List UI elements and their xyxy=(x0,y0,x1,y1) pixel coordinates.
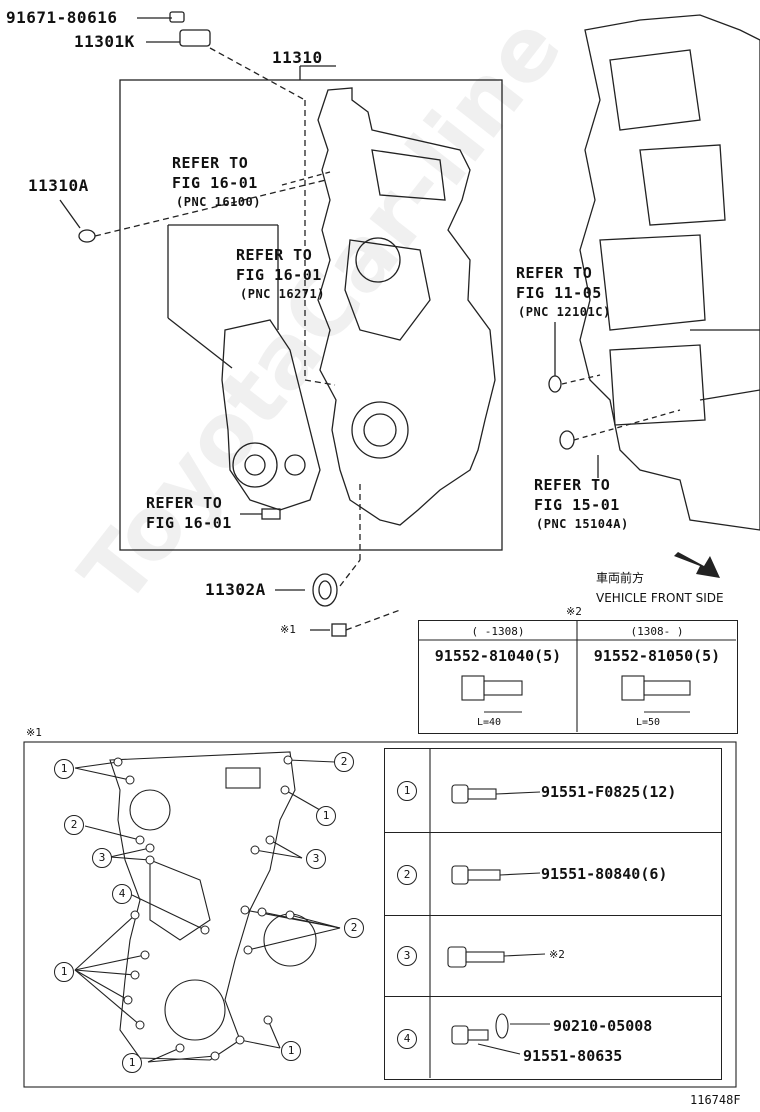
ref-16271-line1: REFER TO xyxy=(236,246,313,264)
vehicle-front-en: VEHICLE FRONT SIDE xyxy=(596,591,724,605)
vehicle-front-jp: 車両前方 xyxy=(596,571,645,585)
callout-1: 1 xyxy=(122,1053,142,1073)
callout-4: 4 xyxy=(112,884,132,904)
ref-12101c-pnc: (PNC 12101C) xyxy=(518,305,611,319)
legend-row: 4 90210-05008 91551-80635 xyxy=(385,996,721,1080)
note-bolt-mark: ※1 xyxy=(280,623,296,636)
bolt-col-header: ( -1308) xyxy=(471,625,525,638)
ref-15104a-fig[interactable]: FIG 15-01 xyxy=(534,496,620,514)
bolt-legend: 1 91551-F0825(12) 2 91551-80840(6) 3 ※2 … xyxy=(384,748,722,1080)
part-number-cover[interactable]: 11310 xyxy=(272,48,323,67)
callout-1: 1 xyxy=(281,1041,301,1061)
bolt-col-early: ( -1308) 91552-81040(5) L=40 xyxy=(419,621,577,733)
figure-id: 116748F xyxy=(690,1093,741,1107)
callout-1: 1 xyxy=(316,806,336,826)
legend-row: 1 91551-F0825(12) xyxy=(385,749,721,832)
legend-part[interactable]: 91551-80635 xyxy=(523,1047,623,1065)
ref-bolt-line1: REFER TO xyxy=(146,494,223,512)
ref-16271-pnc: (PNC 16271) xyxy=(240,287,325,301)
legend-number: 4 xyxy=(397,1029,417,1049)
ref-16100-fig[interactable]: FIG 16-01 xyxy=(172,174,258,192)
legend-number: 3 xyxy=(397,946,417,966)
callout-2: 2 xyxy=(64,815,84,835)
ref-16100-pnc: (PNC 16100) xyxy=(176,195,261,209)
legend-part[interactable]: 91551-F0825(12) xyxy=(541,783,677,801)
bolt-col-late: (1308- ) 91552-81050(5) L=50 xyxy=(578,621,736,733)
callout-3: 3 xyxy=(306,849,326,869)
ref-15104a-line1: REFER TO xyxy=(534,476,611,494)
bolt-col-part[interactable]: 91552-81040(5) xyxy=(434,647,562,665)
callout-2: 2 xyxy=(344,918,364,938)
legend-row: 3 ※2 xyxy=(385,915,721,997)
legend-part: ※2 xyxy=(549,948,565,961)
bolt-col-length: L=40 xyxy=(477,717,502,728)
legend-number: 2 xyxy=(397,865,417,885)
part-number-sensor[interactable]: 11301K xyxy=(74,32,135,51)
ref-12101c-line1: REFER TO xyxy=(516,264,593,282)
part-number-bolt[interactable]: 91671-80616 xyxy=(6,8,118,27)
callout-3: 3 xyxy=(92,848,112,868)
bolt-col-header: (1308- ) xyxy=(630,625,684,638)
callout-1: 1 xyxy=(54,759,74,779)
ref-16100-line1: REFER TO xyxy=(172,154,249,172)
legend-part[interactable]: 90210-05008 xyxy=(553,1017,653,1035)
legend-number: 1 xyxy=(397,781,417,801)
legend-part[interactable]: 91551-80840(6) xyxy=(541,865,668,883)
ref-16271-fig[interactable]: FIG 16-01 xyxy=(236,266,322,284)
ref-bolt-fig[interactable]: FIG 16-01 xyxy=(146,514,232,532)
ref-15104a-pnc: (PNC 15104A) xyxy=(536,517,629,531)
bolt-col-part[interactable]: 91552-81050(5) xyxy=(593,647,721,665)
bolt-table-mark: ※2 xyxy=(566,605,582,618)
part-number-plug[interactable]: 11310A xyxy=(28,176,89,195)
detail-mark: ※1 xyxy=(26,726,42,739)
part-number-seal[interactable]: 11302A xyxy=(205,580,266,599)
callout-2: 2 xyxy=(334,752,354,772)
legend-row: 2 91551-80840(6) xyxy=(385,832,721,916)
bolt-col-length: L=50 xyxy=(636,717,661,728)
callout-1: 1 xyxy=(54,962,74,982)
ref-12101c-fig[interactable]: FIG 11-05 xyxy=(516,284,602,302)
bolt-length-table: ( -1308) 91552-81040(5) L=40 (1308- ) 91… xyxy=(418,620,738,734)
